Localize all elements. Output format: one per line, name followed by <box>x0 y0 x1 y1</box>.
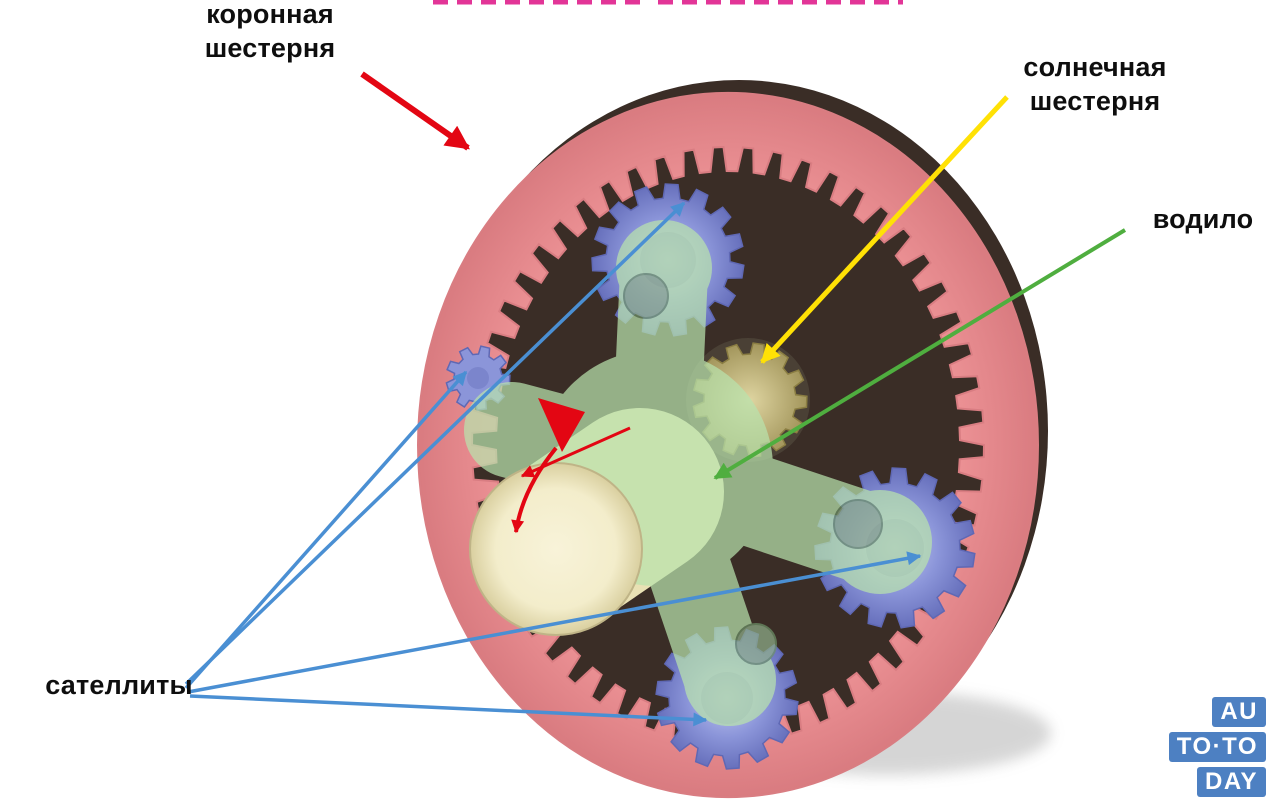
sun-gear-arrow <box>760 95 1009 364</box>
carrier-arrow <box>713 228 1127 480</box>
satellites-label-text: сателлиты <box>45 670 193 700</box>
watermark-line2: TO·TO <box>1168 732 1266 762</box>
satellite-arrow-bottom <box>189 694 708 727</box>
ring-gear-label: коронная шестерня <box>166 0 374 65</box>
satellite-arrow-left <box>184 370 468 690</box>
ring-gear-label-line1: коронная <box>206 0 334 29</box>
watermark-line3: DAY <box>1197 767 1266 797</box>
sun-gear-label: солнечная шестерня <box>1005 50 1185 118</box>
ring-gear-label-line2: шестерня <box>204 33 336 63</box>
satellite-arrow-right <box>187 551 922 694</box>
satellites-label: сателлиты <box>44 668 194 702</box>
rotation-arrow <box>511 398 631 534</box>
carrier-pin-hole <box>735 623 777 665</box>
callout-arrows <box>184 71 1127 727</box>
carrier <box>464 220 932 726</box>
watermark: AU TO·TO DAY <box>1168 697 1266 797</box>
input-shaft <box>469 462 643 636</box>
sun-gear-label-line2: шестерня <box>1029 86 1161 116</box>
carrier-label-text: водило <box>1152 204 1254 234</box>
watermark-line1: AU <box>1212 697 1266 727</box>
carrier-pin-hole <box>623 273 669 319</box>
carrier-label: водило <box>1143 202 1263 236</box>
ring-gear-arrow <box>360 71 470 151</box>
satellite-arrow-top <box>184 201 686 686</box>
carrier-pin-hole <box>833 499 883 549</box>
sun-gear-label-line1: солнечная <box>1023 52 1167 82</box>
